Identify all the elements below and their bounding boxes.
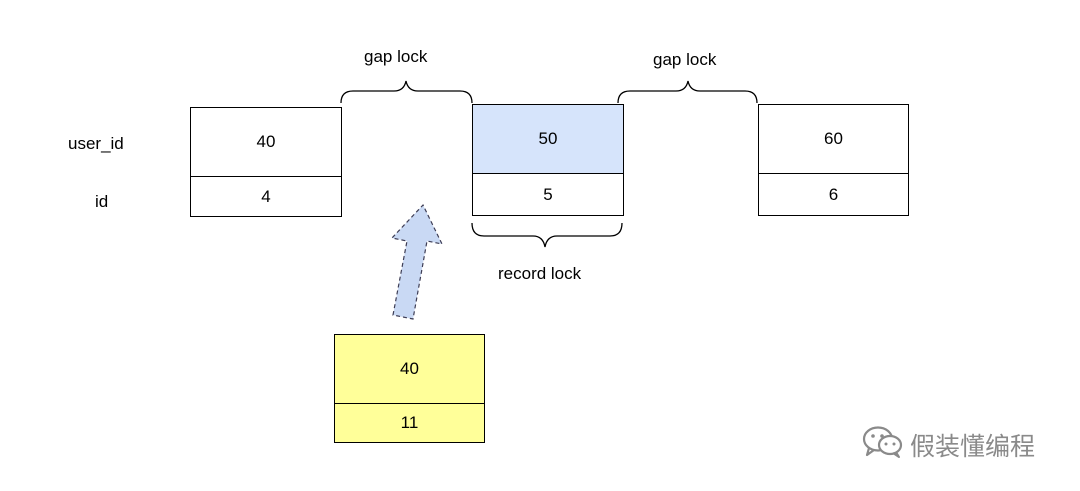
gap-lock-left-brace	[340, 80, 473, 104]
watermark-text: 假装懂编程	[910, 432, 1036, 461]
watermark: 假装懂编程	[862, 424, 1035, 466]
row-label-user-id: user_id	[68, 134, 124, 153]
insert-arrow	[390, 203, 444, 320]
record-lock-label: record lock	[498, 264, 582, 283]
record-2-id: 5	[472, 173, 624, 216]
gap-lock-left-label: gap lock	[364, 47, 428, 66]
record-1-user-id: 40	[190, 107, 342, 177]
record-3-user-id: 60	[758, 104, 909, 174]
inserted-record-user-id: 40	[334, 334, 485, 404]
record-2-user-id: 50	[472, 104, 624, 174]
gap-lock-right-brace	[617, 80, 758, 104]
record-3-id: 6	[758, 173, 909, 216]
record-lock-brace	[471, 222, 623, 248]
record-1-id: 4	[190, 176, 342, 217]
inserted-record-id: 11	[334, 403, 485, 443]
wechat-icon	[862, 424, 904, 466]
gap-lock-right-label: gap lock	[653, 50, 717, 69]
row-label-id: id	[95, 192, 109, 211]
